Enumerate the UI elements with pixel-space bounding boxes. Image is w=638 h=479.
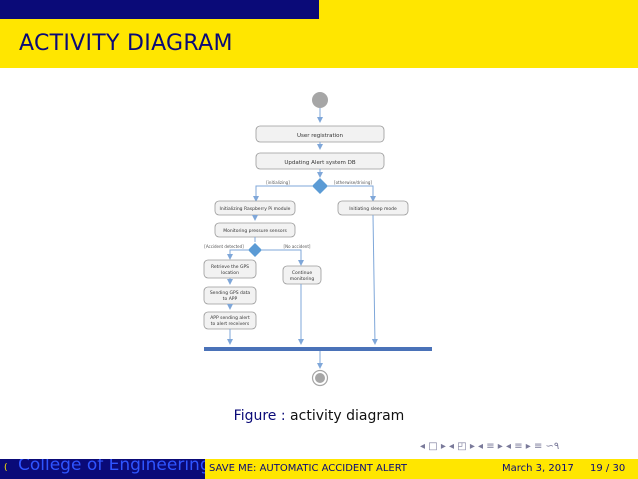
- guard-initializing: [initializing]: [266, 180, 290, 185]
- node-retrieve-gps-label-2: location: [221, 270, 239, 276]
- footer-page-number: 19 / 30: [590, 463, 626, 474]
- node-sending-gps-label-1: Sending GPS data: [210, 290, 251, 296]
- node-init-sleep-mode-label: Initiating sleep mode: [349, 206, 397, 212]
- footer-left: ( College of Engineering, Chethala: [0, 459, 205, 479]
- slide-header: ACTIVITY DIAGRAM: [0, 19, 638, 68]
- node-continue-monitoring-label-1: Continue: [292, 270, 312, 276]
- footer-title: SAVE ME: AUTOMATIC ACCIDENT ALERT: [209, 463, 408, 474]
- activity-diagram: User registration Updating Alert system …: [203, 92, 432, 387]
- node-user-registration-label: User registration: [297, 133, 344, 139]
- node-continue-monitoring-label-2: monitoring: [290, 276, 315, 282]
- figure-caption: Figure : activity diagram: [0, 408, 638, 424]
- slide-title: ACTIVITY DIAGRAM: [19, 31, 233, 56]
- guard-no-accident: [No accident]: [284, 244, 311, 249]
- footer-middle: SAVE ME: AUTOMATIC ACCIDENT ALERT: [205, 459, 426, 479]
- decision-node-2: [248, 243, 262, 257]
- node-continue-monitoring: [282, 265, 322, 285]
- activity-diagram-figure: User registration Updating Alert system …: [198, 84, 440, 394]
- footer-date: March 3, 2017: [502, 463, 574, 474]
- guard-otherwise-driving: [otherwise/driving]: [334, 180, 372, 185]
- footer: ( College of Engineering, Chethala SAVE …: [0, 459, 638, 479]
- node-retrieve-gps-label-1: Retrieve the GPS: [211, 264, 249, 270]
- beamer-navigation-icons[interactable]: ◂ □ ▸ ◂ ◰ ▸ ◂ ≡ ▸ ◂ ≡ ▸ ≡ ∽۹: [420, 441, 560, 452]
- end-node: [315, 373, 325, 383]
- node-app-sending-alert-label-1: APP sending alert: [210, 315, 250, 321]
- end-node-outer: [311, 369, 329, 387]
- footer-right: March 3, 2017 19 / 30: [426, 459, 638, 479]
- caption-label: Figure :: [233, 408, 286, 424]
- start-node: [312, 92, 328, 108]
- node-updating-alert-label: Updating Alert system DB: [284, 160, 355, 166]
- caption-text: activity diagram: [290, 408, 405, 424]
- footer-college: College of Engineering, Chethala: [18, 459, 205, 475]
- top-bar-left: [0, 0, 319, 19]
- guard-accident-detected: [Accident detected]: [204, 244, 244, 249]
- node-sending-gps-label-2: to APP: [223, 296, 238, 302]
- footer-paren: (: [4, 463, 8, 473]
- node-monitoring-sensors-label: Monitoring pressure sensors: [223, 228, 287, 234]
- top-bar: [0, 0, 638, 19]
- decision-node-1: [312, 178, 328, 194]
- node-app-sending-alert-label-2: to alert receivers: [211, 321, 250, 327]
- node-init-raspberry-pi-label: Initializing Raspberry Pi module: [220, 206, 291, 212]
- join-bar: [204, 347, 432, 351]
